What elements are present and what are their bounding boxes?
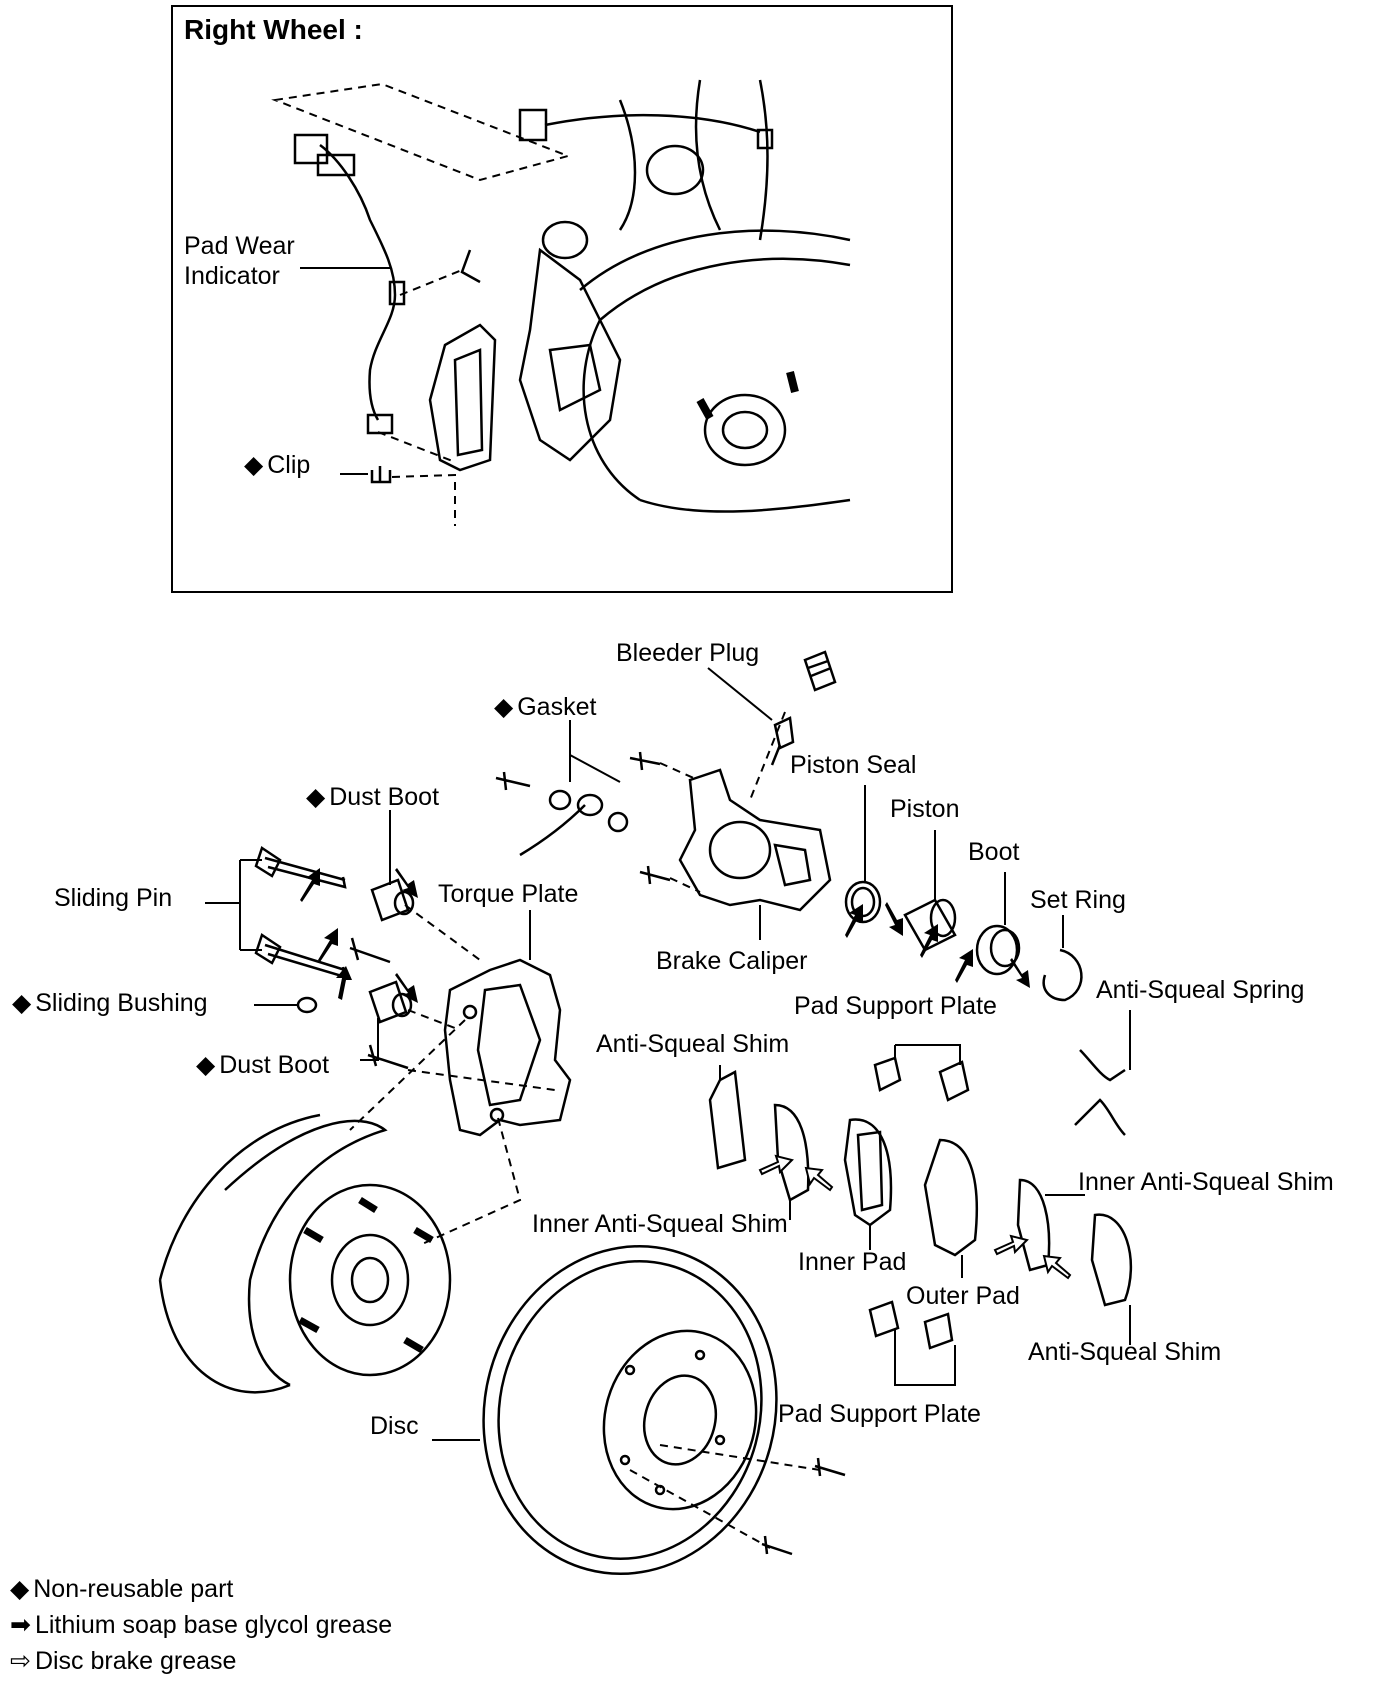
label-dust-boot-top: ◆Dust Boot	[306, 783, 439, 811]
lithium-grease-arrow-icon	[1010, 958, 1030, 988]
label-inner-anti-squeal-shim-right: Inner Anti-Squeal Shim	[1078, 1168, 1334, 1196]
non-reusable-diamond-icon: ◆	[494, 693, 514, 721]
label-piston-seal: Piston Seal	[790, 751, 917, 779]
label-pad-support-plate-bottom: Pad Support Plate	[778, 1400, 981, 1428]
label-set-ring: Set Ring	[1030, 886, 1126, 914]
non-reusable-diamond-icon: ◆	[244, 451, 264, 479]
label-pad-support-plate-top: Pad Support Plate	[794, 992, 997, 1020]
label-torque-plate: Torque Plate	[438, 880, 579, 908]
legend-lithium-grease-text: Lithium soap base glycol grease	[34, 1611, 393, 1639]
inner-shim-left-shape	[773, 1103, 810, 1202]
legend-disc-brake-grease-text: Disc brake grease	[34, 1647, 237, 1675]
outer-pad-shape	[923, 1138, 979, 1257]
inset-leaders	[300, 267, 390, 475]
label-gasket: ◆Gasket	[494, 693, 596, 721]
hub-shape	[288, 1183, 452, 1377]
non-reusable-diamond-icon: ◆	[306, 783, 326, 811]
label-anti-squeal-shim-right: Anti-Squeal Shim	[1028, 1338, 1222, 1366]
caliper-shape	[678, 768, 832, 912]
inset-dashes	[271, 82, 572, 526]
anti-squeal-shim-left-shape	[708, 1070, 747, 1170]
disc-grease-arrow-icon	[758, 1154, 794, 1176]
lithium-grease-arrow-icon	[395, 973, 418, 1003]
torque-plate-shape	[443, 958, 572, 1137]
lithium-grease-arrow-icon	[885, 902, 903, 936]
label-disc: Disc	[370, 1412, 419, 1440]
non-reusable-diamond-icon: ◆	[12, 989, 32, 1017]
legend-non-reusable: ◆Non-reusable part	[10, 1574, 233, 1604]
label-clip-text: Clip	[267, 451, 311, 479]
bleeder-valve-shape	[773, 716, 795, 750]
set-ring-shape	[1042, 948, 1083, 1002]
lithium-grease-arrow-icon	[300, 868, 320, 902]
boot-shape	[975, 924, 1019, 976]
piston-shape	[903, 898, 957, 952]
label-anti-squeal-shim-left: Anti-Squeal Shim	[596, 1030, 790, 1058]
label-bleeder-plug: Bleeder Plug	[616, 639, 760, 667]
disc-grease-arrow-icon	[1042, 1254, 1072, 1280]
label-boot: Boot	[968, 838, 1020, 866]
lithium-grease-arrow-icon	[920, 924, 938, 958]
anti-squeal-shim-right-shape	[1090, 1213, 1133, 1307]
bleeder-cap-shape	[803, 650, 837, 692]
disc-grease-arrow-icon	[993, 1234, 1029, 1256]
lithium-grease-arrow-icon	[845, 904, 863, 938]
label-brake-caliper: Brake Caliper	[656, 947, 808, 975]
label-sliding-pin: Sliding Pin	[54, 884, 173, 912]
sliding-pin-lower	[254, 933, 346, 972]
inset-title: Right Wheel :	[184, 14, 363, 45]
label-clip: ◆Clip	[244, 451, 310, 479]
label-outer-pad: Outer Pad	[906, 1282, 1020, 1310]
non-reusable-diamond-icon: ◆	[10, 1575, 30, 1603]
main-dashes	[349, 711, 821, 1549]
label-piston: Piston	[890, 795, 960, 823]
label-dust-boot-bottom: ◆Dust Boot	[196, 1051, 329, 1079]
leader-lines	[205, 667, 1131, 1441]
label-gasket-text: Gasket	[517, 693, 597, 721]
label-anti-squeal-spring: Anti-Squeal Spring	[1096, 976, 1305, 1004]
disc-grease-arrow-icon: ⇨	[10, 1647, 31, 1675]
legend-lithium-grease: ➡Lithium soap base glycol grease	[10, 1610, 392, 1640]
label-pad-wear-indicator: Pad Wear Indicator	[184, 231, 295, 291]
lithium-grease-arrow-icon	[336, 966, 352, 1000]
disc-grease-arrow-icon	[804, 1166, 834, 1192]
label-inner-pad: Inner Pad	[798, 1248, 907, 1276]
backing-plate-shape	[224, 1119, 388, 1387]
inset-frame	[171, 5, 953, 593]
label-sliding-bushing: ◆Sliding Bushing	[12, 989, 208, 1017]
non-reusable-diamond-icon: ◆	[196, 1051, 216, 1079]
label-pad-wear-line1: Pad Wear	[184, 232, 295, 260]
label-sliding-bushing-text: Sliding Bushing	[35, 989, 208, 1017]
lithium-grease-arrow-icon	[318, 928, 338, 962]
label-dust-boot-top-text: Dust Boot	[329, 783, 440, 811]
inner-shim-right-shape	[1016, 1178, 1051, 1272]
lithium-grease-arrow-icon	[395, 868, 418, 898]
label-inner-anti-squeal-shim-left: Inner Anti-Squeal Shim	[532, 1210, 788, 1238]
lithium-grease-arrow-icon	[955, 949, 973, 983]
legend-disc-brake-grease: ⇨Disc brake grease	[10, 1646, 236, 1676]
label-dust-boot-bottom-text: Dust Boot	[219, 1051, 330, 1079]
disc-shape	[482, 1245, 778, 1575]
dust-boot-lower-shape	[368, 980, 408, 1024]
main-drawing	[158, 650, 1133, 1575]
inset-drawing	[293, 79, 851, 513]
legend-non-reusable-text: Non-reusable part	[33, 1575, 234, 1603]
grease-arrows	[300, 868, 1072, 1280]
label-pad-wear-line2: Indicator	[184, 262, 280, 290]
sliding-bushing-shape	[296, 996, 318, 1014]
lithium-grease-arrow-icon: ➡	[10, 1611, 31, 1639]
